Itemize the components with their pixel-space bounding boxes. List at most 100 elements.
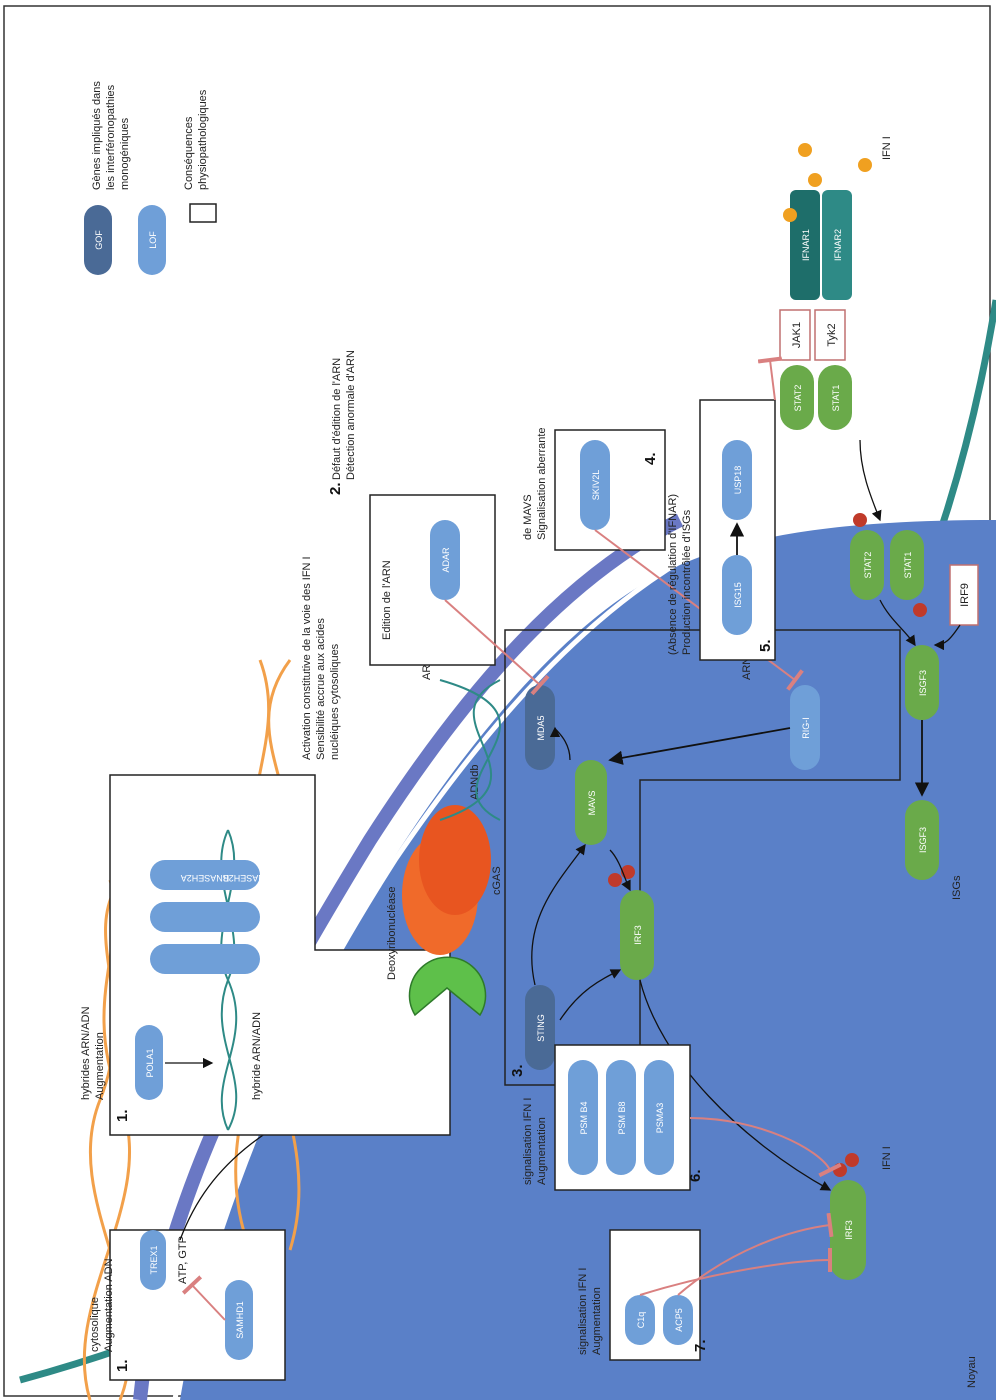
box1a-title2: cytosolique [89,1297,101,1352]
rnaseh2b-label: RNASEH2B [223,873,272,883]
box1b-number: 1. [114,1109,131,1122]
box1a-title1: Augmentation ADN [103,1258,115,1352]
stat1-receptor-label: STAT1 [831,385,841,412]
mda5-label: MDA5 [536,715,546,740]
adar-gene [430,520,460,600]
usp18-label: USP18 [733,466,743,495]
irf9-label: IRF9 [959,583,971,607]
c1q-gene [625,1295,655,1345]
box3-title1: Activation constitutive de la voie des I… [301,556,313,760]
box3-title2: Sensibilité accrue aux acides [315,618,327,760]
mavs-protein [575,760,607,845]
irf3-nucleus [830,1180,866,1280]
nucleus-label: Noyau [966,1356,978,1388]
isgs-label: ISGs [951,875,963,900]
box6-title1: Augmentation [536,1117,548,1185]
adar-label: ADAR [441,547,451,573]
ifnar-receptor-complex: IFNAR1 IFNAR2 JAK1 Tyk2 STAT2 STAT1 IFN … [757,136,893,430]
ifnar2-receptor [822,190,852,300]
rig1-gene [790,685,820,770]
acp5-label: ACP5 [674,1308,684,1332]
sting-label: STING [536,1014,546,1042]
ifn-molecule-1 [783,208,797,222]
box-rna-dna-hybrids: 1. Augmentation hybrides ARN/ADN POLA1 h… [80,774,451,1136]
psmb8-gene [606,1060,636,1175]
rnaseh2a-gene [150,860,260,890]
samhd1-gene [225,1280,253,1360]
skiv2l-gene [580,440,610,530]
cgas-label: cGAS [491,866,503,895]
box-constitutive-activation: 3. Activation constitutive de la voie de… [301,556,901,1086]
jak1-kinase [779,309,811,361]
pola1-label: POLA1 [145,1048,155,1077]
ifnar1-label: IFNAR1 [801,229,811,261]
box1a-number: 1. [114,1359,131,1372]
phospho-irf3-1 [608,873,622,887]
box6-title2: signalisation IFN I [522,1098,534,1185]
mda5-gene [525,685,555,770]
ifn-gene-label: IFN I [881,1146,893,1170]
box7-title2: signalisation IFN I [577,1268,589,1355]
legend-gof-swatch [84,205,112,275]
legend-lof-label: LOF [148,231,158,249]
rnaseh2b-gene [150,902,260,932]
nuclear-envelope [133,513,684,1400]
box-uncontrolled-isg: 5. Production incontrôlée d'ISGs (Absenc… [667,399,776,661]
edit-defect-line2: Détection anormale d'ARN [345,350,357,480]
acp5-gene [663,1295,693,1345]
isg15-label: ISG15 [733,582,743,608]
rig1-label: RIG-I [801,717,811,739]
stat2-cyto-label: STAT2 [863,552,873,579]
box-rna-editing: Edition de l'ARN ADAR [369,494,550,696]
edit-defect-line1: Défaut d'édition de l'ARN [331,358,343,480]
isgf3-nucleus-label: ISGF3 [918,827,928,853]
hybrid-label: hybride ARN/ADN [251,1012,263,1100]
legend-conseq-line1: Conséquences [183,116,195,190]
box4-title1: Signalisation aberrante [536,427,548,540]
box4-title2: de MAVS [522,494,534,540]
box6-number: 6. [687,1169,704,1182]
jak1-label: JAK1 [791,322,803,348]
adar-box-title: Edition de l'ARN [381,560,393,640]
ifnar1-receptor [790,190,820,300]
box5-title1: Production incontrôlée d'ISGs [681,509,693,655]
num2: 2. [327,482,344,495]
tyk2-label: Tyk2 [826,323,838,346]
stat1-receptor [818,365,852,430]
legend-genes-line2: les interféronopathies [105,84,117,190]
psma3-label: PSMA3 [655,1103,665,1134]
isg15-gene [722,555,752,635]
samhd1-label: SAMHD1 [235,1301,245,1339]
legend-lof-swatch [138,205,166,275]
ifnar2-label: IFNAR2 [833,229,843,261]
isgf3-nucleus [905,800,939,880]
rnaseh2c-gene [150,944,260,974]
box7-title1: Augmentation [591,1287,603,1355]
legend-conseq-swatch [189,203,217,223]
box1b-title1: Augmentation [94,1032,106,1100]
pola1-gene [135,1025,163,1100]
skiv2l-label: SKIV2L [591,470,601,501]
atp-gtp-label: ATP, GTP [177,1236,189,1284]
ifn-molecule-3 [798,143,812,157]
isgf3-cyto [905,645,939,720]
stat2-receptor-label: STAT2 [793,385,803,412]
psmb4-label: PSM B4 [579,1101,589,1134]
legend-genes-line3: monogéniques [119,117,131,190]
ifn-molecule-4 [858,158,872,172]
irf3-nucleus-label: IRF3 [844,1220,854,1240]
rnaseh2c-label: RNASEH2C [264,873,314,883]
trex1-gene [140,1230,166,1290]
irf3-cyto-label: IRF3 [633,925,643,945]
box5-number: 5. [757,639,774,652]
psmb4-gene [568,1060,598,1175]
psmb8-label: PSM B8 [617,1101,627,1134]
box7-number: 7. [692,1339,709,1352]
box3-title3: nucléiques cytosoliques [329,643,341,760]
sting-gene [525,985,555,1070]
ifn-molecule-2 [808,173,822,187]
usp18-gene [722,440,752,520]
